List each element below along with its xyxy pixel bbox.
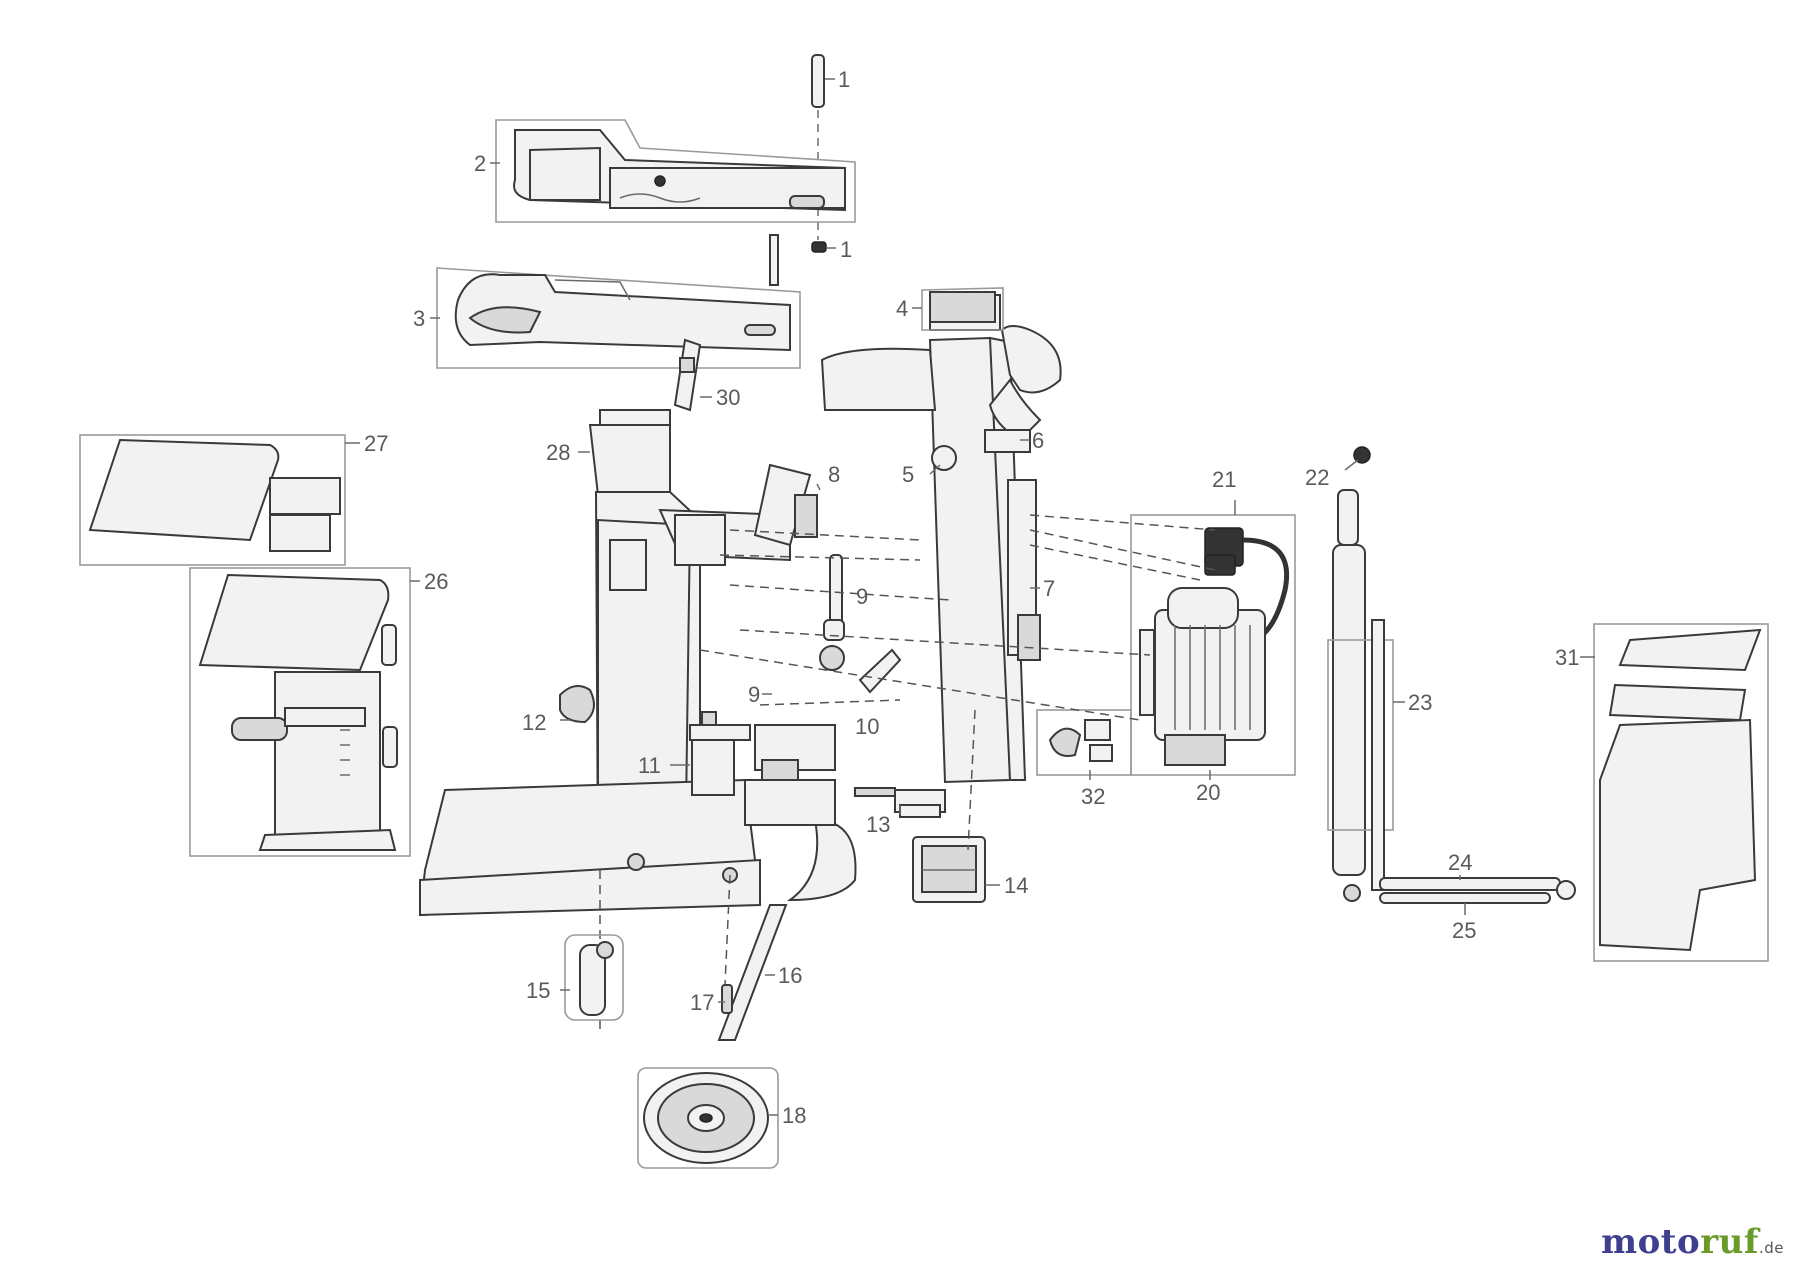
part-label: 21 [1212,467,1236,492]
part-label: 27 [364,431,388,456]
part-label: 9 [748,682,760,707]
part-label: 10 [855,714,879,739]
part-label: 17 [690,990,714,1015]
part-11-valve-block [689,711,751,796]
leader-lines [345,78,1595,1116]
part-label: 18 [782,1103,806,1128]
part-27-table [79,434,346,566]
part-label: 9 [856,584,868,609]
part-label: 8 [828,462,840,487]
part-label: 30 [716,385,740,410]
part-32-fittings-box [1036,709,1132,776]
part-20-21-motor-box [1130,514,1296,776]
part-label: 25 [1452,918,1476,943]
part-24-25-hose [1379,877,1576,904]
motor-fins [1174,625,1251,730]
part-label: 24 [1448,850,1472,875]
part-3-lever-assembly [436,234,801,369]
part-9-bolt [819,554,845,671]
part-label: 15 [526,978,550,1003]
bolt-part-1 [811,54,827,253]
part-14-foot-plate [912,836,986,903]
part-label: 22 [1305,465,1329,490]
part-label: 13 [866,812,890,837]
part-label: 23 [1408,690,1432,715]
part-label: 1 [838,67,850,92]
part-13-pedal-mount [744,724,946,826]
part-label: 11 [638,753,661,778]
brand-logo: motoruf.de [1601,1222,1784,1262]
part-label: 5 [902,462,914,487]
logo-text-2: ruf [1700,1222,1759,1262]
part-label: 12 [522,710,546,735]
part-label: 14 [1004,873,1028,898]
part-15-axle-sleeve [564,934,624,1021]
part-23-cylinder [1327,446,1394,902]
wheel-arc [786,818,857,902]
part-31-shield [1593,623,1769,962]
rack-teeth [340,729,350,776]
part-label: 7 [1043,576,1055,601]
part-label: 26 [424,569,448,594]
part-label: 2 [474,151,486,176]
part-label: 16 [778,963,802,988]
part-10-pin [858,648,902,694]
logo-text-1: moto [1601,1222,1701,1262]
part-8-bracket [753,463,818,547]
part-2-wedge-assembly [495,119,856,223]
part-4-cap [921,287,1004,331]
part-12-knob [559,685,595,724]
part-label: 31 [1555,645,1579,670]
part-16-axle [717,904,788,1041]
part-30-link [673,338,702,412]
part-label: 1 [840,237,852,262]
part-17-pin [721,984,733,1014]
splitting-column [820,294,1062,784]
logo-text-3: .de [1758,1239,1784,1257]
part-label: 6 [1032,428,1044,453]
part-labels: 1 2 1 3 4 30 28 27 8 5 6 9 21 22 7 26 9 … [364,67,1579,1128]
part-label: 4 [896,296,908,321]
part-label: 20 [1196,780,1220,805]
part-label: 32 [1081,784,1105,809]
part-label: 28 [546,440,570,465]
part-label: 3 [413,306,425,331]
base-plate [418,778,762,917]
part-26-height-adjuster [189,567,411,857]
part-18-wheel [637,1067,779,1169]
connection-lines [599,514,1216,1035]
